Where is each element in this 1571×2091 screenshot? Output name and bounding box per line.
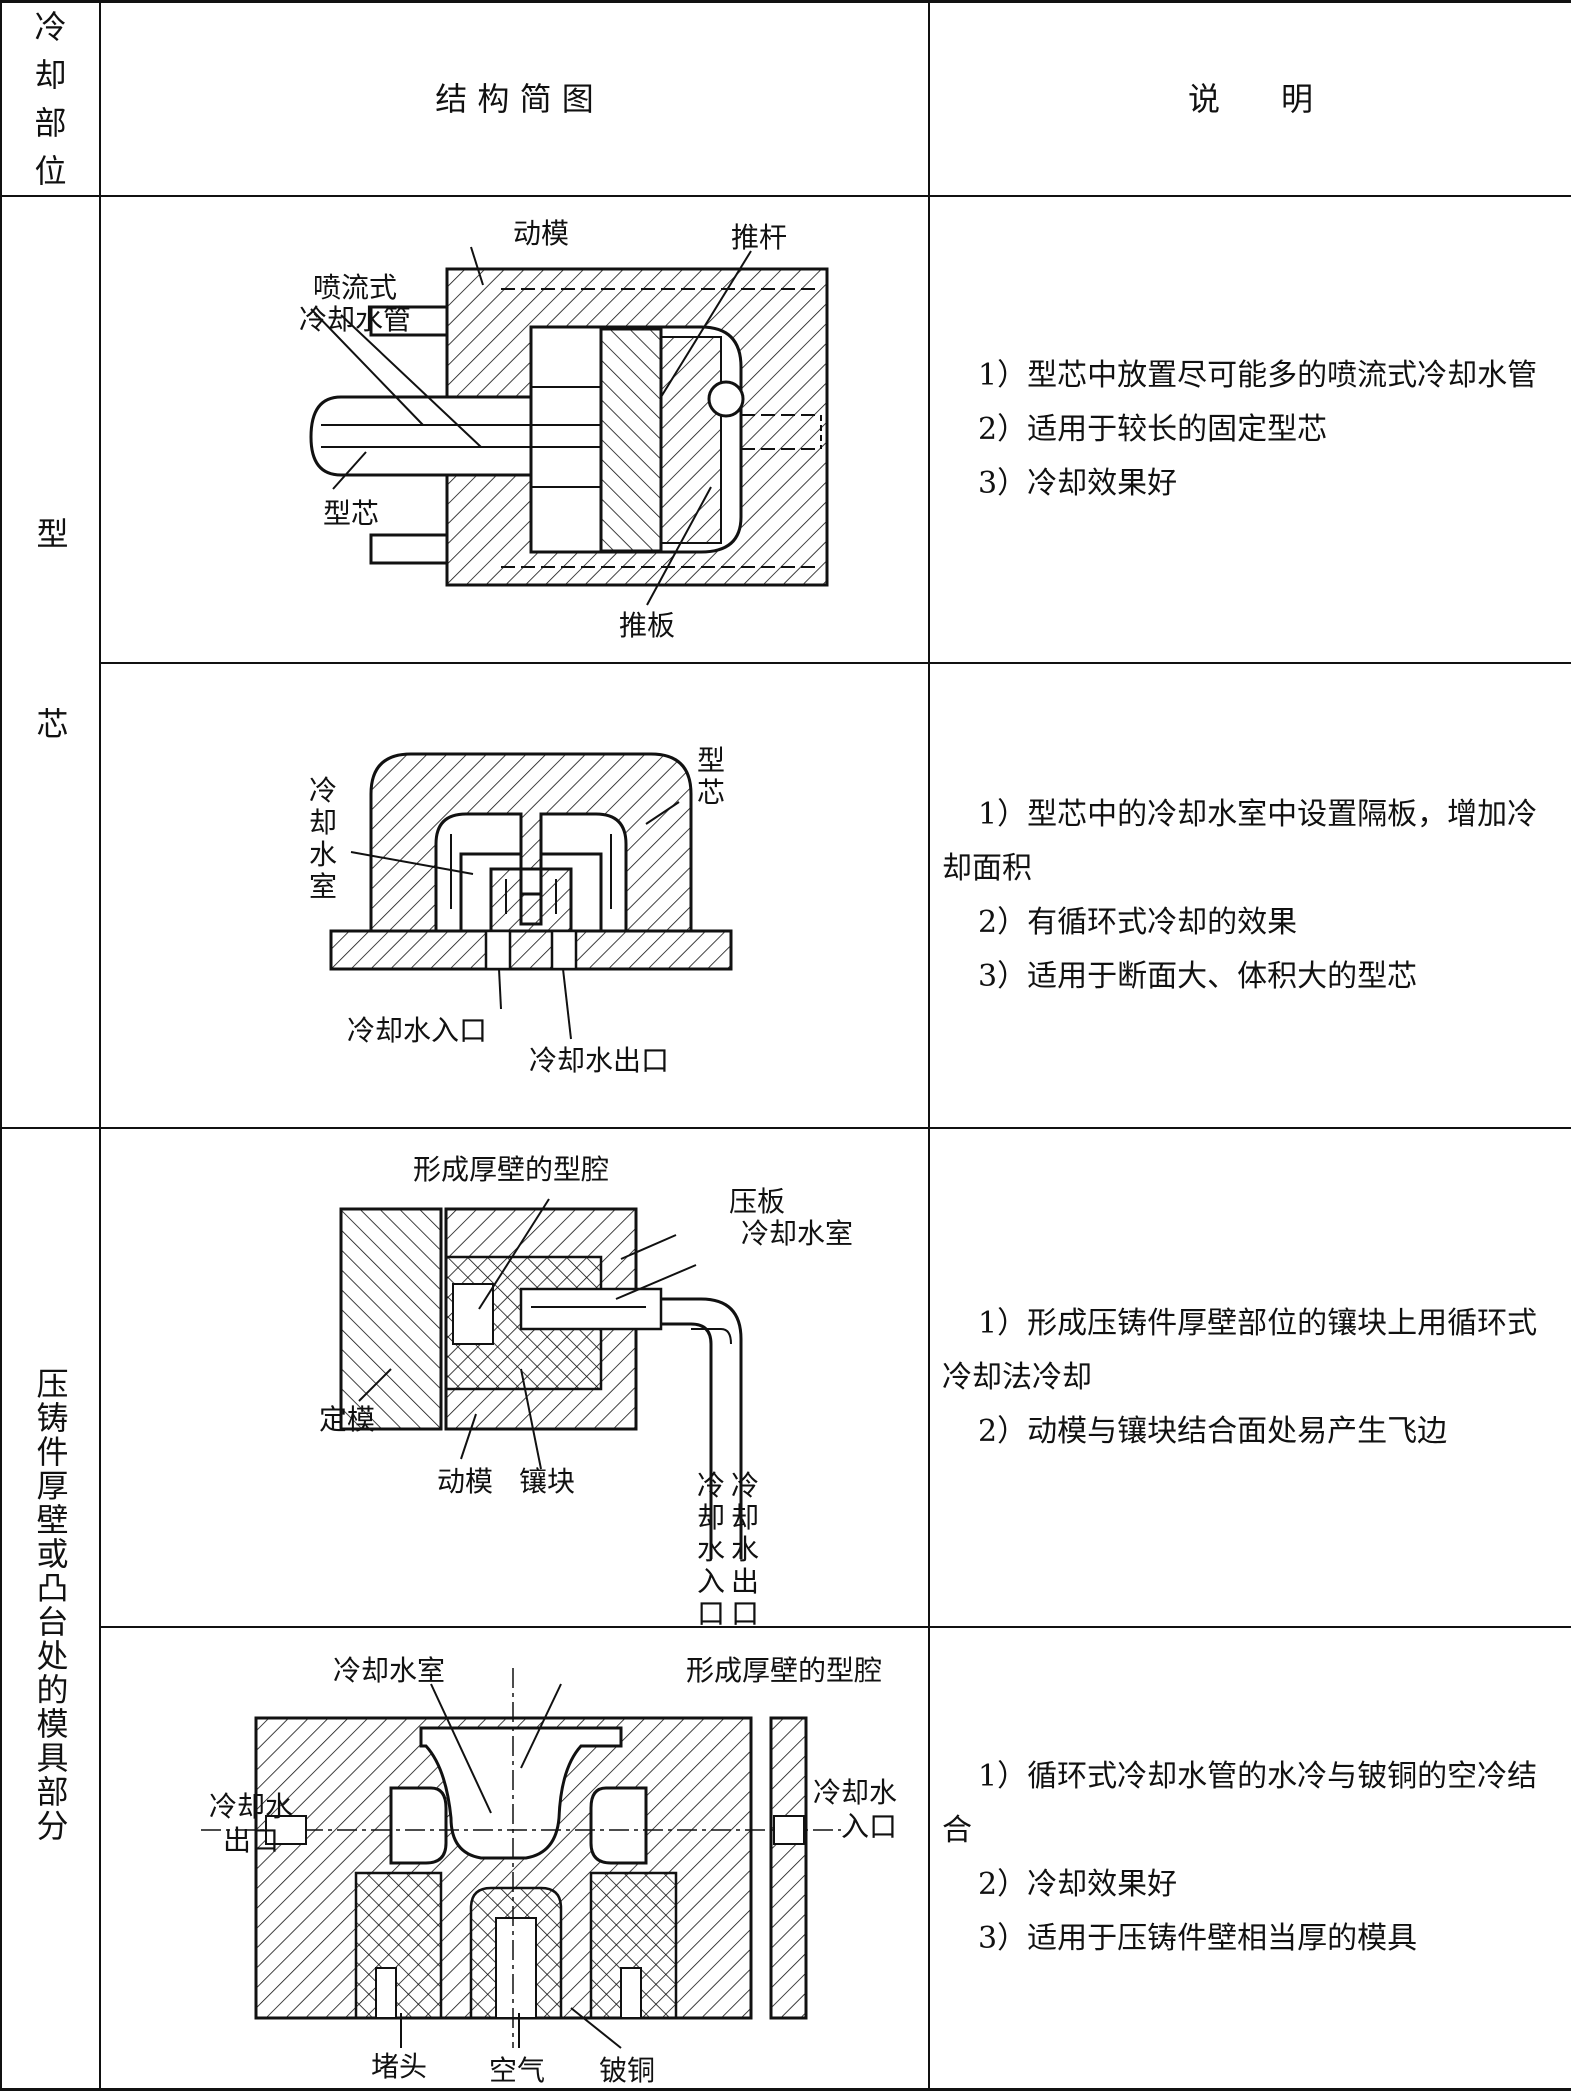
label-moving-die: 动模	[437, 1465, 493, 1498]
label-spray-1: 喷流式	[313, 271, 397, 304]
header-description: 说 明	[928, 0, 1571, 197]
label-core-1: 型	[697, 744, 725, 777]
desc-line: 2）冷却效果好	[978, 1867, 1178, 1902]
row-core-chamber: 冷 却 水 室 型 芯 冷却水入口 冷却水出口 1）型芯中的冷却水室中设置隔板，…	[1, 662, 1571, 1129]
header-diagram: 结 构 简 图	[99, 0, 930, 197]
desc-line: 3）适用于断面大、体积大的型芯	[978, 958, 1418, 994]
label-outlet-5: 口	[731, 1597, 759, 1626]
thick-insert-diagram: 形成厚壁的型腔 压板 冷却水室 定模 动模 镶块 冷 却 水 入 口 冷 却 水…	[319, 1153, 853, 1626]
label-core-2: 芯	[697, 776, 725, 809]
desc-line: 1）形成压铸件厚壁部位的镶块上用循环式冷却法冷却	[942, 1305, 1538, 1395]
label-push-plate: 推板	[619, 609, 675, 642]
label-chamber-3: 水	[309, 838, 337, 871]
label-chamber-4: 室	[309, 870, 337, 903]
core-chamber-diagram: 冷 却 水 室 型 芯 冷却水入口 冷却水出口	[309, 744, 733, 1077]
label-beryllium: 铍铜	[599, 2054, 655, 2087]
label-inlet-5: 口	[697, 1597, 725, 1626]
thick-beryllium-diagram: 冷却水室 形成厚壁的型腔 冷却水 出口 冷却水 入口 堵头 空气 铍铜	[201, 1654, 897, 2087]
label-moving-die: 动模	[513, 217, 569, 250]
desc-line: 1）型芯中的冷却水室中设置隔板，增加冷却面积	[942, 796, 1538, 886]
row-thick-insert: 压铸件厚壁或凸台处的模具部分	[0, 1127, 1571, 2091]
desc-line: 1）循环式冷却水管的水冷与铍铜的空冷结合	[942, 1759, 1538, 1848]
label-inlet-1: 冷	[697, 1469, 725, 1502]
label-inlet-2: 入口	[841, 1810, 897, 1843]
label-outlet-1: 冷却水	[209, 1790, 293, 1823]
label-inlet-1: 冷却水	[813, 1776, 897, 1809]
label-outlet-2: 出口	[223, 1824, 279, 1857]
label-fixed-die: 定模	[319, 1403, 375, 1436]
desc-row-1: 1）型芯中放置尽可能多的喷流式冷却水管 2）适用于较长的固定型芯 3）冷却效果好	[928, 195, 1571, 664]
diagram-thick-insert: 形成厚壁的型腔 压板 冷却水室 定模 动模 镶块 冷 却 水 入 口 冷 却 水…	[99, 1127, 930, 1628]
label-air: 空气	[489, 2054, 545, 2087]
row-thick-beryllium: 冷却水室 形成厚壁的型腔 冷却水 出口 冷却水 入口 堵头 空气 铍铜 1）循环…	[1, 1626, 1571, 2091]
diagram-spray-core: 动模 推杆 喷流式 冷却水管 型芯 推板	[99, 195, 930, 664]
fixed-die-shape	[339, 1207, 443, 1431]
desc-row-3: 1）形成压铸件厚壁部位的镶块上用循环式冷却法冷却 2）动模与镶块结合面处易产生飞…	[928, 1127, 1571, 1628]
label-inlet-2: 却	[697, 1501, 725, 1534]
spray-core-diagram: 动模 推杆 喷流式 冷却水管 型芯 推板	[299, 217, 829, 642]
label-outlet-2: 却	[731, 1501, 759, 1534]
desc-line: 1）型芯中放置尽可能多的喷流式冷却水管	[978, 357, 1538, 393]
desc-row-2: 1）型芯中的冷却水室中设置隔板，增加冷却面积 2）有循环式冷却的效果 3）适用于…	[928, 662, 1571, 1129]
label-inlet-4: 入	[697, 1565, 725, 1598]
core-block	[329, 752, 733, 971]
desc-line: 3）冷却效果好	[978, 465, 1178, 501]
diagram-thick-beryllium: 冷却水室 形成厚壁的型腔 冷却水 出口 冷却水 入口 堵头 空气 铍铜	[99, 1626, 930, 2091]
header-cooling-part: 冷却部位	[0, 0, 101, 197]
label-cavity: 形成厚壁的型腔	[413, 1153, 609, 1186]
label-outlet: 冷却水出口	[529, 1044, 669, 1077]
desc-line: 2）适用于较长的固定型芯	[978, 411, 1328, 447]
desc-line: 3）适用于压铸件壁相当厚的模具	[978, 1921, 1418, 1956]
core-shape	[309, 395, 533, 477]
label-chamber-1: 冷	[309, 774, 337, 807]
label-spray-2: 冷却水管	[299, 303, 411, 336]
label-inlet: 冷却水入口	[347, 1014, 487, 1047]
label-insert: 镶块	[519, 1465, 575, 1498]
label-water-chamber: 冷却水室	[741, 1217, 853, 1250]
label-press-plate: 压板	[729, 1185, 785, 1218]
desc-line: 2）有循环式冷却的效果	[978, 904, 1298, 940]
label-chamber-2: 却	[309, 806, 337, 839]
category-thick-wall: 压铸件厚壁或凸台处的模具部分	[0, 1127, 101, 2091]
row-core-spray: 型 芯	[0, 195, 1571, 1129]
label-cavity: 形成厚壁的型腔	[686, 1654, 882, 1687]
push-plate-shape	[599, 327, 663, 553]
label-outlet-3: 水	[731, 1533, 759, 1566]
label-inlet-3: 水	[697, 1533, 725, 1566]
label-plug: 堵头	[371, 2050, 427, 2083]
label-core: 型芯	[323, 497, 379, 530]
category-core: 型 芯	[0, 195, 101, 1129]
header-row: 冷却部位 结 构 简 图 说 明	[0, 0, 1571, 197]
diagram-core-chamber: 冷 却 水 室 型 芯 冷却水入口 冷却水出口	[99, 662, 930, 1129]
desc-row-4: 1）循环式冷却水管的水冷与铍铜的空冷结合 2）冷却效果好 3）适用于压铸件壁相当…	[928, 1626, 1571, 2091]
label-outlet-4: 出	[731, 1565, 759, 1598]
label-push-rod: 推杆	[731, 221, 787, 254]
desc-line: 2）动模与镶块结合面处易产生飞边	[978, 1413, 1448, 1449]
label-outlet-1: 冷	[731, 1469, 759, 1502]
label-water-chamber: 冷却水室	[333, 1654, 445, 1687]
